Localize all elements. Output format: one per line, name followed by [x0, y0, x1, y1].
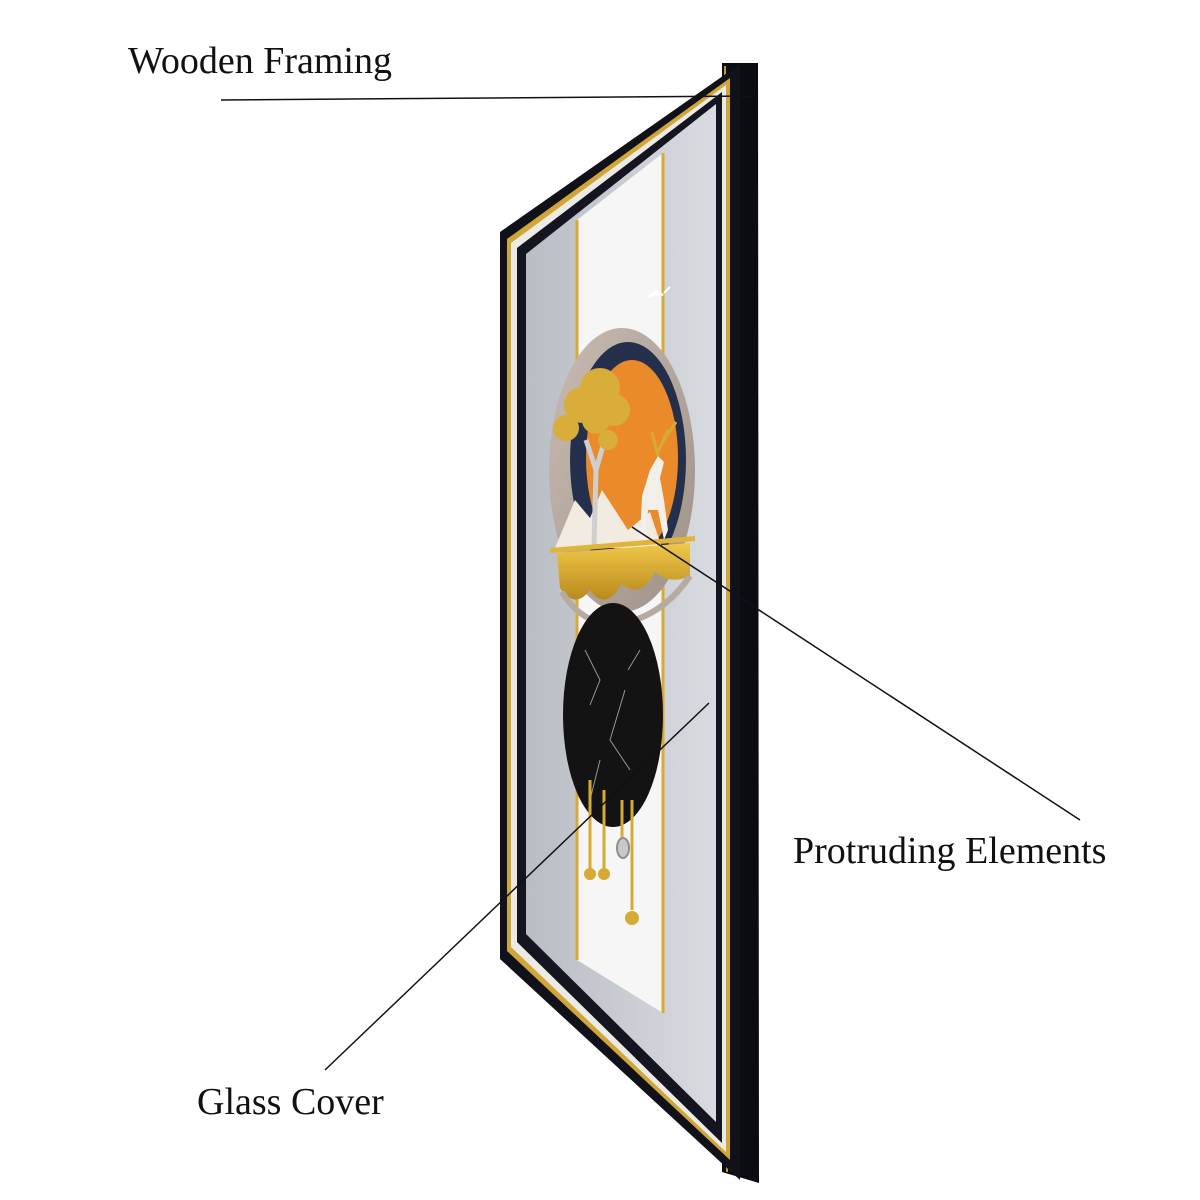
pendulum-disc — [616, 837, 630, 859]
label-wooden-framing: Wooden Framing — [128, 40, 392, 82]
label-protruding-elements: Protruding Elements — [793, 830, 1107, 872]
marble-veins — [584, 649, 641, 801]
tree-figure — [553, 368, 630, 450]
gold-drape — [557, 543, 690, 600]
pendulum-disc — [584, 868, 596, 880]
gold-shelf — [550, 536, 695, 553]
pointer-wooden-framing — [220, 95, 756, 101]
pendulum-discs — [584, 837, 639, 925]
pendulum-disc — [598, 868, 610, 880]
label-glass-cover: Glass Cover — [197, 1081, 384, 1123]
pointer-glass-cover — [324, 702, 710, 1071]
deer-figure — [640, 421, 678, 540]
bird-icon — [648, 286, 671, 298]
black-marble-disk — [563, 603, 663, 827]
pointer-protruding-elements — [631, 526, 1081, 821]
white-mountains — [555, 490, 662, 548]
pendulum-disc — [625, 911, 639, 925]
